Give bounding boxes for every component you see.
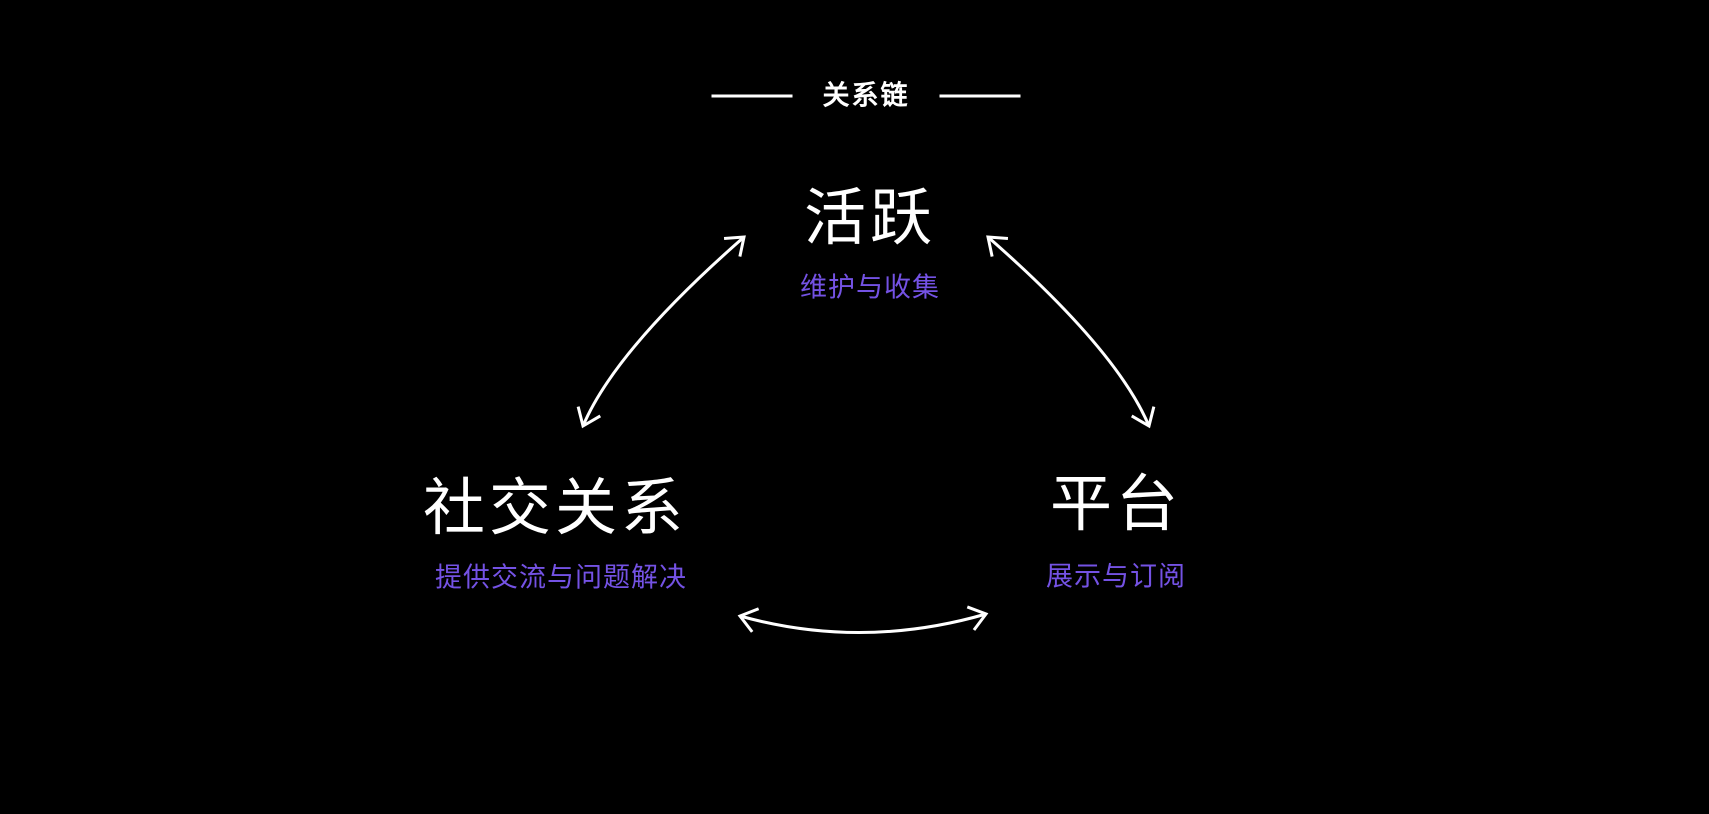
node-active-title: 活跃 <box>803 184 937 253</box>
node-active-subtitle: 维护与收集 <box>800 272 940 303</box>
node-platform-title: 平台 <box>1049 470 1183 539</box>
node-social-subtitle: 提供交流与问题解决 <box>435 562 687 593</box>
node-platform-subtitle: 展示与订阅 <box>1046 561 1186 592</box>
arrow-active-platform <box>986 235 1156 429</box>
header-title: 关系链 <box>822 80 910 111</box>
arrow-social-platform <box>737 605 989 634</box>
section-header: 关系链 <box>711 80 1021 111</box>
header-rule-left <box>711 94 793 98</box>
header-rule-right <box>939 94 1021 98</box>
arrow-social-active <box>576 235 746 429</box>
node-social-title: 社交关系 <box>422 474 688 543</box>
